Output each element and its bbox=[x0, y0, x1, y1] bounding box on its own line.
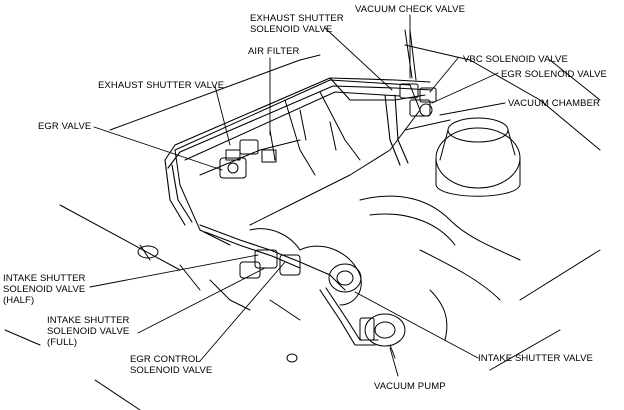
label-vacuum-check-valve: VACUUM CHECK VALVE bbox=[355, 4, 466, 15]
leader-intake-shutter-full bbox=[137, 267, 266, 334]
solenoid-cluster bbox=[399, 29, 437, 117]
label-egr-solenoid-valve: EGR SOLENOID VALVE bbox=[501, 69, 607, 80]
label-intake-shutter-valve: INTAKE SHUTTER VALVE bbox=[478, 353, 593, 364]
label-vacuum-pump: VACUUM PUMP bbox=[374, 381, 446, 392]
vacuum-chamber-body bbox=[435, 117, 521, 197]
intake-manifold bbox=[239, 228, 362, 306]
leader-egr-solenoid bbox=[431, 72, 499, 104]
label-egr-valve: EGR VALVE bbox=[38, 121, 92, 132]
leader-exhaust-shutter-valve bbox=[214, 85, 231, 146]
leader-vbc-solenoid bbox=[429, 57, 459, 93]
leader-egr-valve bbox=[93, 126, 223, 171]
vacuum-pump-body bbox=[359, 313, 406, 359]
label-vacuum-chamber: VACUUM CHAMBER bbox=[508, 98, 601, 109]
leader-egr-control-solenoid bbox=[199, 261, 286, 362]
leader-exhaust-shutter-solenoid bbox=[324, 27, 393, 91]
leader-lines bbox=[89, 14, 506, 377]
vehicle-body-outline bbox=[4, 44, 601, 410]
label-intake-shutter-solenoid-valve-full: INTAKE SHUTTER SOLENOID VALVE (FULL) bbox=[47, 315, 130, 348]
leader-vacuum-pump bbox=[389, 347, 399, 377]
leader-vacuum-chamber bbox=[439, 102, 506, 116]
label-vbc-solenoid-valve: VBC SOLENOID VALVE bbox=[463, 54, 568, 65]
egr-valve-body bbox=[219, 149, 247, 179]
engine-head-outline bbox=[174, 79, 421, 246]
label-exhaust-shutter-solenoid-valve: EXHAUST SHUTTER SOLENOID VALVE bbox=[250, 13, 344, 35]
vacuum-hoses bbox=[164, 77, 433, 346]
label-intake-shutter-solenoid-valve-half: INTAKE SHUTTER SOLENOID VALVE (HALF) bbox=[3, 273, 86, 306]
engine-block-lines bbox=[137, 119, 521, 363]
leader-intake-shutter-half bbox=[89, 254, 259, 288]
label-egr-control-solenoid-valve: EGR CONTROL SOLENOID VALVE bbox=[130, 354, 213, 376]
exhaust-shutter-valve-body bbox=[239, 139, 277, 163]
label-exhaust-shutter-valve: EXHAUST SHUTTER VALVE bbox=[98, 80, 225, 91]
leader-intake-shutter-valve bbox=[354, 291, 479, 359]
label-air-filter: AIR FILTER bbox=[248, 46, 300, 57]
